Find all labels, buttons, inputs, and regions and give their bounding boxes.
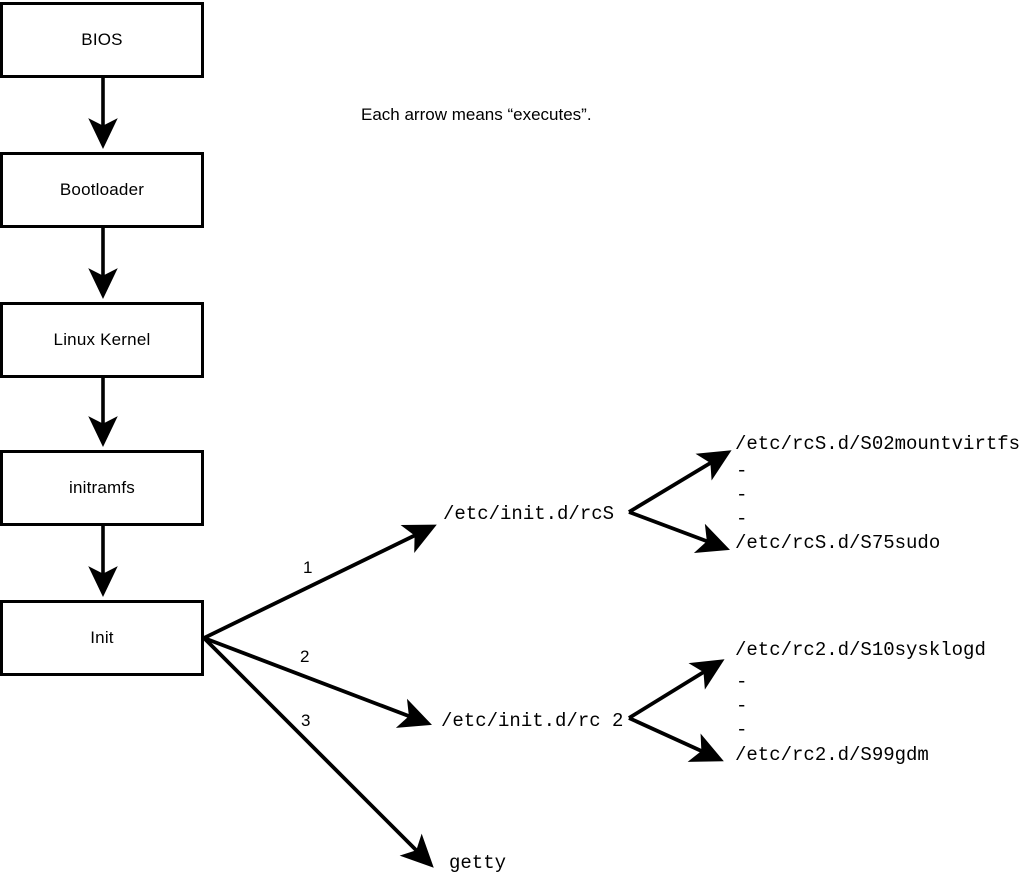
arrow-rcs-to-first-script xyxy=(628,450,732,514)
stage-box-linux-kernel: Linux Kernel xyxy=(0,302,204,378)
arrow-init-to-rcs xyxy=(203,524,437,640)
ellipsis-dot-rcs-1: - xyxy=(736,460,748,482)
stage-box-init: Init xyxy=(0,600,204,676)
arrow-rcs-to-last-script xyxy=(628,510,730,553)
arrow-rc2-to-last-script xyxy=(628,716,724,762)
stage-label-linux-kernel: Linux Kernel xyxy=(53,330,151,349)
node-label-rcs-first-script: /etc/rcS.d/S02mountvirtfs xyxy=(735,433,1021,455)
stage-label-bios: BIOS xyxy=(81,30,123,49)
ellipsis-dot-rcs-2: - xyxy=(736,484,748,506)
stage-label-initramfs: initramfs xyxy=(68,478,136,497)
node-label-rc2: /etc/init.d/rc 2 xyxy=(441,710,624,732)
node-label-rcs-last-script: /etc/rcS.d/S75sudo xyxy=(735,532,941,554)
edge-number-3: 3 xyxy=(301,711,311,730)
ellipsis-dot-rc2-1: - xyxy=(736,671,748,693)
ellipsis-dot-rc2-2: - xyxy=(736,695,748,717)
stage-label-init: Init xyxy=(90,628,114,647)
stage-label-bootloader: Bootloader xyxy=(59,180,145,199)
node-label-rc2-first-script: /etc/rc2.d/S10sysklogd xyxy=(735,639,986,661)
diagram-caption: Each arrow means “executes”. xyxy=(361,105,592,124)
arrow-init-to-rc2 xyxy=(203,636,432,728)
node-label-rc2-last-script: /etc/rc2.d/S99gdm xyxy=(735,744,929,766)
node-label-rcs: /etc/init.d/rcS xyxy=(443,503,615,525)
node-label-getty: getty xyxy=(449,852,507,874)
edge-number-2: 2 xyxy=(300,647,310,666)
arrow-init-to-getty xyxy=(202,636,434,868)
stage-box-bios: BIOS xyxy=(0,2,204,78)
ellipsis-dot-rc2-3: - xyxy=(736,719,748,741)
stage-box-bootloader: Bootloader xyxy=(0,152,204,228)
arrow-rc2-to-first-script xyxy=(628,659,725,720)
edge-number-1: 1 xyxy=(303,558,313,577)
ellipsis-dot-rcs-3: - xyxy=(736,508,748,530)
stage-box-initramfs: initramfs xyxy=(0,450,204,526)
